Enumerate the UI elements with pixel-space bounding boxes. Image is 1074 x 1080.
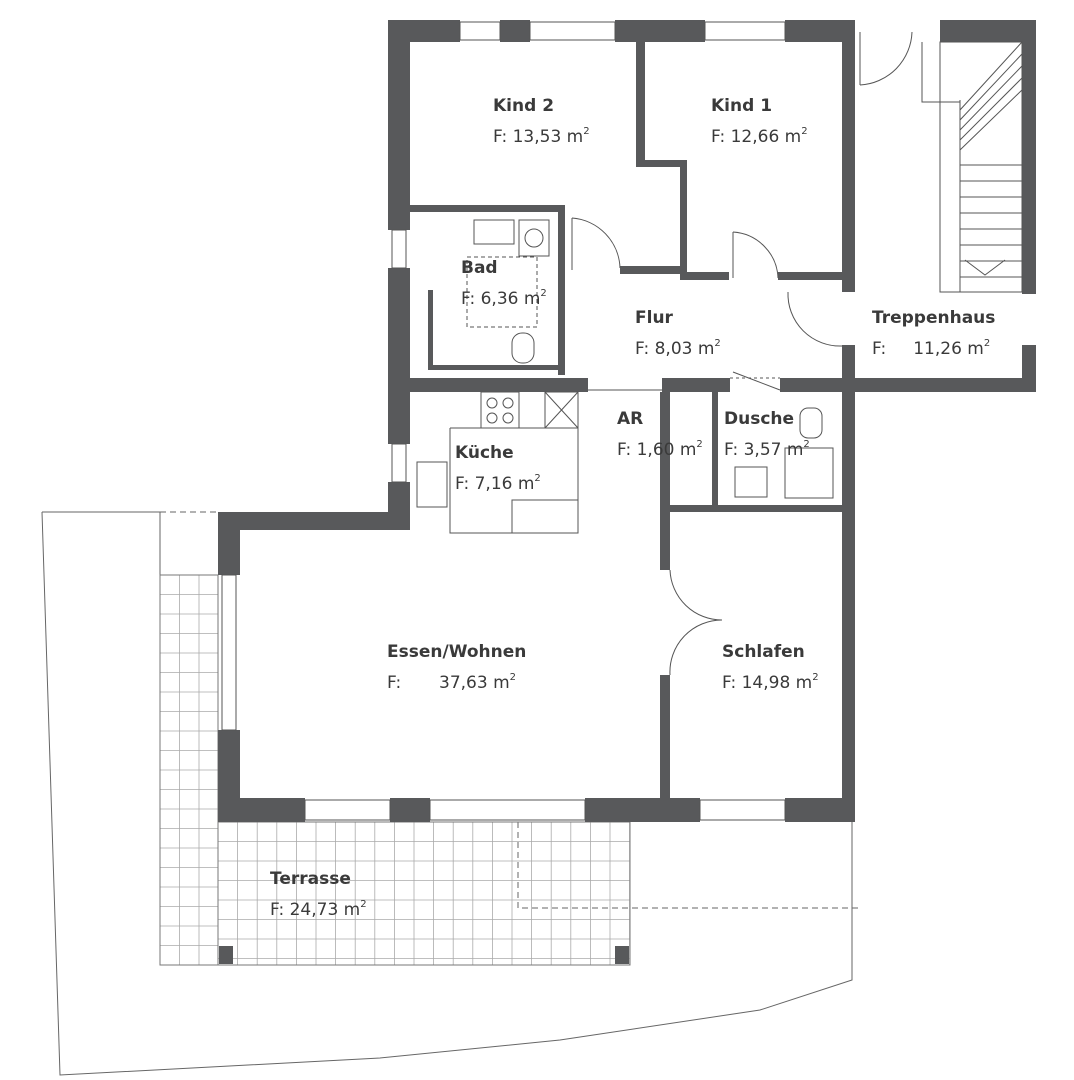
stairs — [921, 41, 1023, 293]
walls — [218, 20, 1036, 822]
line — [959, 89, 1023, 151]
site-boundary — [41, 511, 860, 1076]
line — [959, 53, 1023, 121]
line — [959, 65, 1023, 131]
fixtures — [416, 219, 834, 534]
line — [959, 77, 1023, 141]
terrace-columns — [219, 946, 629, 964]
line — [959, 41, 1023, 111]
doors — [571, 31, 913, 676]
windows — [221, 21, 786, 821]
